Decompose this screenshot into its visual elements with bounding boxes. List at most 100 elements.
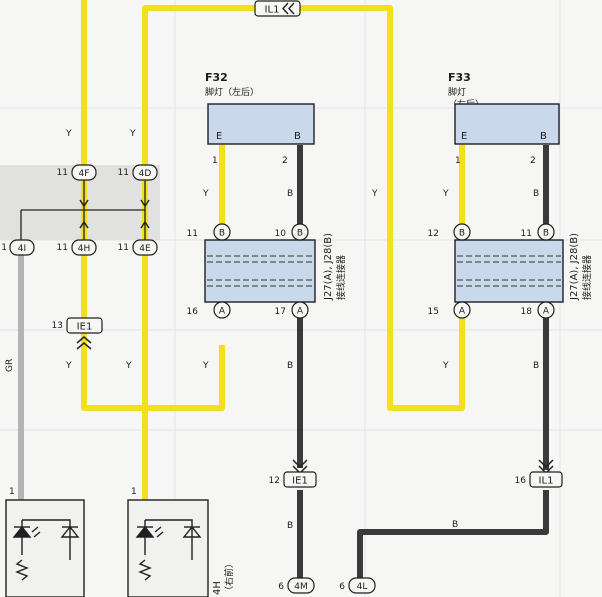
svg-text:Y: Y bbox=[442, 361, 449, 371]
f33-e-pin-number: 1 bbox=[455, 156, 461, 166]
svg-text:16: 16 bbox=[515, 476, 527, 486]
svg-text:Y: Y bbox=[65, 129, 72, 139]
lamp-left-body bbox=[5, 499, 85, 597]
jl-pin-a-bottom-right bbox=[291, 301, 309, 319]
svg-text:Y: Y bbox=[371, 189, 378, 199]
f33-pin-e: E bbox=[461, 131, 467, 142]
f32-id: F32 bbox=[205, 71, 228, 84]
svg-text:Y: Y bbox=[202, 361, 209, 371]
svg-text:Y: Y bbox=[202, 189, 209, 199]
svg-text:B: B bbox=[452, 520, 458, 530]
connector-ie1-bottom: 12 IE1 bbox=[269, 459, 317, 488]
svg-text:B: B bbox=[287, 189, 293, 199]
svg-text:4H: 4H bbox=[78, 244, 91, 254]
svg-text:Y: Y bbox=[125, 361, 132, 371]
svg-text:A: A bbox=[219, 307, 226, 317]
svg-text:1: 1 bbox=[1, 243, 7, 253]
svg-text:11: 11 bbox=[57, 168, 68, 178]
f32-pin-b: B bbox=[294, 131, 301, 142]
junction-left-name: 接线连接器 bbox=[335, 255, 347, 300]
bus-lines bbox=[20, 180, 146, 240]
svg-text:10: 10 bbox=[275, 229, 287, 239]
f33-connector-body bbox=[454, 103, 560, 145]
svg-text:B: B bbox=[287, 521, 293, 531]
svg-text:A: A bbox=[297, 307, 304, 317]
svg-text:B: B bbox=[543, 229, 549, 239]
svg-text:1: 1 bbox=[9, 487, 15, 497]
svg-text:4H: 4H bbox=[212, 581, 223, 595]
svg-text:4D: 4D bbox=[139, 169, 152, 179]
svg-text:6: 6 bbox=[339, 582, 345, 592]
f32-b-pin-number: 2 bbox=[282, 156, 288, 166]
svg-text:4E: 4E bbox=[139, 244, 151, 254]
f32-pin-e: E bbox=[216, 131, 222, 142]
svg-text:4L: 4L bbox=[357, 582, 368, 592]
svg-text:A: A bbox=[459, 307, 466, 317]
connector-ie1-mid: 13 IE1 bbox=[52, 317, 103, 350]
svg-text:11: 11 bbox=[118, 168, 129, 178]
svg-text:（右前）: （右前） bbox=[223, 559, 235, 595]
svg-text:17: 17 bbox=[275, 307, 286, 317]
junction-left-body bbox=[204, 239, 316, 303]
f32-footlamp-left-rear: F32 脚灯（左后） E B 1 2 bbox=[205, 71, 315, 166]
connector-il1-bottom: 16 IL1 bbox=[515, 459, 563, 488]
svg-text:11: 11 bbox=[521, 229, 532, 239]
jr-pin-b-top-left bbox=[453, 223, 471, 241]
jr-pin-a-bottom-left bbox=[453, 301, 471, 319]
svg-text:GR: GR bbox=[5, 359, 15, 372]
connector-4m: 6 4M bbox=[278, 577, 315, 594]
jl-pin-b-top-right bbox=[291, 223, 309, 241]
svg-text:6: 6 bbox=[278, 582, 284, 592]
jl-pin-a-bottom-left bbox=[213, 301, 231, 319]
left-pin-connectors: 11 4F 11 4D 1 4I 11 4H 11 4E bbox=[1, 164, 158, 256]
connector-4l: 6 4L bbox=[339, 577, 376, 594]
arrow-markers bbox=[79, 199, 150, 229]
lamp-component-right: 1 bbox=[127, 487, 209, 597]
svg-text:Y: Y bbox=[442, 189, 449, 199]
svg-text:A: A bbox=[543, 307, 550, 317]
f32-e-pin-number: 1 bbox=[212, 156, 218, 166]
f33-name: 脚灯 bbox=[448, 87, 466, 98]
svg-text:11: 11 bbox=[118, 243, 129, 253]
jr-pin-a-bottom-right bbox=[537, 301, 555, 319]
svg-text:Y: Y bbox=[65, 361, 72, 371]
f33-pin-b: B bbox=[540, 131, 547, 142]
jr-pin-b-top-right bbox=[537, 223, 555, 241]
svg-text:B: B bbox=[297, 229, 303, 239]
svg-text:IE1: IE1 bbox=[292, 476, 308, 487]
svg-text:4I: 4I bbox=[18, 244, 26, 254]
svg-text:IE1: IE1 bbox=[77, 322, 93, 333]
svg-text:13: 13 bbox=[52, 321, 63, 331]
lamp-component-left: 1 bbox=[5, 487, 85, 597]
svg-text:B: B bbox=[459, 229, 465, 239]
junction-left-label: J27(A), J28(B) bbox=[323, 233, 334, 301]
junction-right-name: 接线连接器 bbox=[581, 255, 593, 300]
jl-pin-b-top-left bbox=[213, 223, 231, 241]
f32-connector-body bbox=[207, 103, 315, 145]
junction-connector-right: B B A A 12 11 15 18 J27(A), J28(B) 接线连接器 bbox=[428, 223, 593, 319]
svg-text:Y: Y bbox=[129, 129, 136, 139]
svg-text:12: 12 bbox=[269, 476, 280, 486]
svg-text:B: B bbox=[533, 189, 539, 199]
svg-text:12: 12 bbox=[428, 229, 439, 239]
wire-letters: Y Y Y Y Y Y Y Y Y B B B B B B GR bbox=[5, 129, 539, 531]
svg-text:4M: 4M bbox=[294, 582, 308, 592]
svg-text:B: B bbox=[287, 361, 293, 371]
svg-text:18: 18 bbox=[521, 307, 533, 317]
f33-footlamp-right-rear: F33 脚灯 （右后） E B 1 2 bbox=[448, 71, 560, 166]
junction-right-body bbox=[454, 239, 564, 303]
svg-text:11: 11 bbox=[187, 229, 198, 239]
svg-text:15: 15 bbox=[428, 307, 439, 317]
svg-text:1: 1 bbox=[131, 487, 137, 497]
svg-text:11: 11 bbox=[57, 243, 68, 253]
f33-b-pin-number: 2 bbox=[530, 156, 536, 166]
lamp-right-body bbox=[127, 499, 209, 597]
svg-text:4F: 4F bbox=[79, 169, 90, 179]
svg-text:B: B bbox=[219, 229, 225, 239]
connector-il1-top: IL1 bbox=[254, 0, 301, 17]
junction-connector-left: B B A A 11 10 16 17 J27(A), J28(B) 接线连接器 bbox=[187, 223, 347, 319]
svg-text:IL1: IL1 bbox=[265, 5, 280, 16]
black-wires bbox=[297, 145, 549, 580]
bottom-fragment-label: 4H （右前） bbox=[212, 559, 235, 595]
